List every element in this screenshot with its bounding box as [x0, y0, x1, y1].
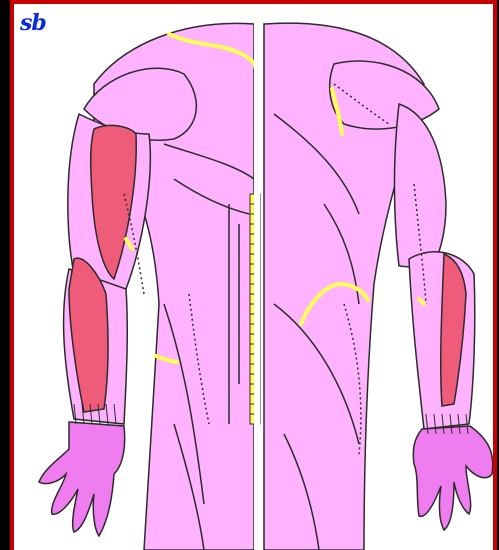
- right-hand: [413, 426, 493, 530]
- left-hand: [39, 422, 125, 536]
- left-figure: [39, 23, 254, 550]
- anatomy-canvas: sb: [10, 0, 497, 550]
- center-divider: [254, 4, 260, 550]
- anatomy-illustration: [14, 4, 493, 550]
- sb-logo: sb: [20, 10, 46, 36]
- right-figure: [264, 23, 493, 550]
- right-shoulder: [330, 61, 439, 129]
